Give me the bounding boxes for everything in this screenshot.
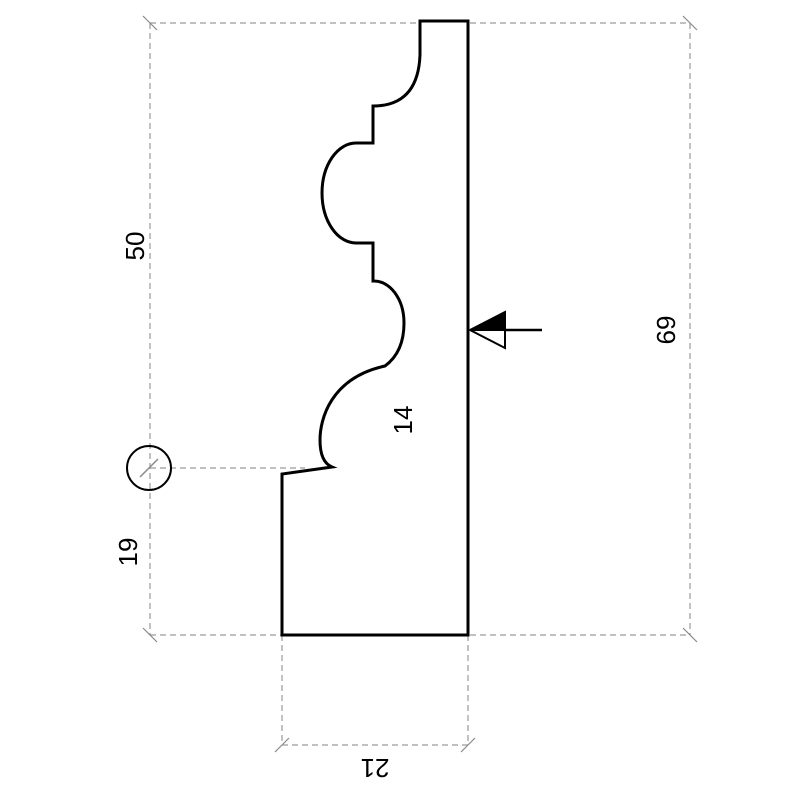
section-arrow-icon bbox=[469, 310, 542, 350]
tick-width-left bbox=[274, 737, 290, 753]
dim-label-thickness: 14 bbox=[388, 406, 418, 435]
tick-width-right bbox=[460, 737, 476, 753]
tick-top-left bbox=[142, 15, 158, 31]
dim-label-upper-height: 50 bbox=[120, 232, 150, 261]
tick-bottom-left bbox=[142, 627, 158, 643]
dimension-ticks bbox=[142, 15, 698, 753]
tick-bottom-right bbox=[682, 627, 698, 643]
dimension-lines bbox=[149, 22, 691, 746]
moulding-profile-outline bbox=[280, 19, 470, 637]
dim-label-width: 21 bbox=[361, 753, 390, 783]
dim-label-total-height: 69 bbox=[651, 316, 681, 345]
dim-label-lower-height: 19 bbox=[113, 538, 143, 567]
tick-top-right bbox=[682, 15, 698, 31]
circle-slash-icon bbox=[126, 445, 172, 491]
